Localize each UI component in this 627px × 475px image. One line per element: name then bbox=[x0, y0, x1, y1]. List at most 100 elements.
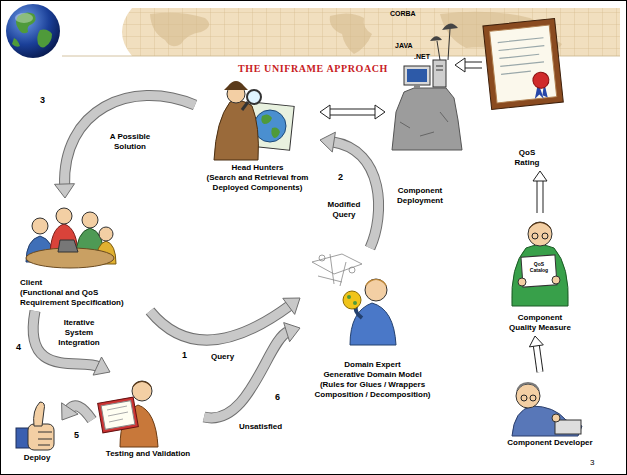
tester-figure bbox=[132, 381, 152, 401]
arrow-head bbox=[320, 105, 330, 119]
arrow-head bbox=[375, 105, 385, 119]
developer-figure bbox=[521, 395, 527, 401]
flow-arrow bbox=[65, 96, 195, 186]
server-on-cliff bbox=[436, 66, 443, 67]
flow-arrow bbox=[332, 142, 379, 248]
callout-number: 2 bbox=[338, 172, 343, 183]
domain-expert-figure bbox=[343, 291, 361, 309]
arrow-head bbox=[455, 58, 465, 72]
qos-certificate bbox=[498, 38, 547, 75]
flow-arrow bbox=[320, 132, 379, 248]
globe-logo bbox=[37, 30, 52, 48]
server-on-cliff bbox=[392, 88, 462, 150]
qos-certificate bbox=[483, 18, 563, 109]
head-hunter-figure bbox=[214, 81, 294, 160]
flow-arrow bbox=[204, 332, 289, 418]
figure-node: Head Hunters(Search and Retrieval from D… bbox=[195, 78, 320, 196]
domain-expert-figure bbox=[312, 254, 362, 274]
domain-expert-figure bbox=[365, 279, 387, 287]
figure-node: Client(Functional and QoS Requirement Sp… bbox=[20, 198, 155, 311]
platform-label: .NET bbox=[414, 53, 430, 61]
domain-expert-figure bbox=[312, 254, 396, 345]
flow-arrow bbox=[328, 109, 377, 116]
platform-label: JAVA bbox=[395, 42, 413, 50]
arrow-head bbox=[283, 298, 300, 314]
callout-number: 3 bbox=[40, 95, 45, 106]
quality-reader-figure bbox=[552, 276, 560, 284]
developer-figure bbox=[530, 395, 536, 401]
figure-node: Deploy bbox=[12, 398, 62, 466]
figure-node: Domain ExpertGenerative Domain Model(Rul… bbox=[300, 248, 445, 403]
tester-figure bbox=[107, 406, 128, 422]
node-caption: Component Developer bbox=[495, 438, 605, 448]
arrow-head bbox=[320, 132, 335, 152]
server-on-cliff bbox=[430, 36, 442, 41]
server-on-cliff bbox=[436, 70, 443, 71]
quality-reader-figure bbox=[512, 222, 568, 306]
quality-reader-figure bbox=[532, 233, 538, 239]
thumbs-up-figure bbox=[16, 402, 54, 450]
edge-label: Iterative System Integration bbox=[52, 318, 106, 348]
arrow-head bbox=[529, 336, 543, 347]
globe-logo bbox=[15, 13, 33, 23]
server-on-cliff bbox=[442, 23, 458, 30]
arrow-head bbox=[284, 323, 300, 342]
client-group-figure bbox=[58, 240, 78, 252]
server-on-cliff bbox=[437, 41, 440, 60]
qos-certificate bbox=[532, 71, 550, 89]
edge-label: Query bbox=[210, 352, 235, 362]
quality-reader-figure bbox=[518, 278, 526, 286]
arrow-head bbox=[62, 403, 79, 420]
node-caption: Testing and Validation bbox=[92, 449, 204, 459]
flow-arrow bbox=[537, 179, 544, 213]
globe-logo bbox=[12, 38, 20, 47]
globe-logo bbox=[16, 12, 36, 33]
server-on-cliff bbox=[400, 112, 448, 136]
head-hunter-figure bbox=[247, 90, 261, 104]
node-subcaption: (Rules for Glues / Wrappers Composition … bbox=[308, 380, 438, 400]
flow-arrow bbox=[150, 305, 290, 340]
server-on-cliff bbox=[448, 29, 450, 60]
flow-arrow bbox=[533, 171, 547, 213]
server-on-cliff bbox=[392, 23, 462, 150]
client-group-figure bbox=[32, 218, 48, 234]
flow-arrow bbox=[463, 63, 482, 68]
domain-expert-figure bbox=[365, 279, 387, 301]
header-band bbox=[62, 8, 132, 56]
flow-arrow bbox=[455, 58, 482, 72]
page-number: 3 bbox=[590, 458, 594, 468]
edge-label: Modified Query bbox=[322, 200, 366, 220]
tester-figure bbox=[98, 397, 139, 433]
node-caption: Component Deployment bbox=[385, 186, 455, 206]
server-on-cliff bbox=[414, 85, 420, 88]
callout-number: 4 bbox=[16, 342, 21, 353]
flow-arrow bbox=[536, 344, 540, 372]
server-on-cliff bbox=[433, 60, 446, 87]
quality-reader-figure bbox=[528, 222, 552, 230]
flow-arrow bbox=[62, 403, 92, 420]
server-on-cliff bbox=[407, 69, 427, 82]
node-subcaption: (Search and Retrieval from Deployed Comp… bbox=[202, 173, 314, 193]
client-group-figure bbox=[82, 212, 98, 228]
flow-arrow bbox=[320, 105, 385, 119]
node-subcaption: Generative Domain Model bbox=[308, 370, 438, 380]
edge-label: A Possible Solution bbox=[104, 132, 156, 152]
figure-node: Component Deployment bbox=[385, 12, 455, 209]
figure-node: QoS Rating bbox=[482, 15, 572, 171]
quality-reader-figure bbox=[542, 233, 548, 239]
callout-number: 6 bbox=[275, 392, 280, 403]
arrow-head bbox=[533, 171, 547, 181]
callout-number: 5 bbox=[74, 430, 79, 441]
domain-expert-figure bbox=[319, 255, 325, 261]
tester-figure bbox=[101, 401, 135, 430]
platform-label: CORBA bbox=[390, 10, 416, 18]
figure-node: Component Developer bbox=[495, 372, 605, 451]
flow-arrow bbox=[332, 142, 379, 248]
quality-reader-figure bbox=[528, 222, 552, 246]
domain-expert-figure bbox=[349, 267, 355, 273]
qos-certificate bbox=[483, 18, 563, 109]
flow-arrow bbox=[463, 62, 482, 69]
flow-arrow bbox=[538, 179, 543, 213]
